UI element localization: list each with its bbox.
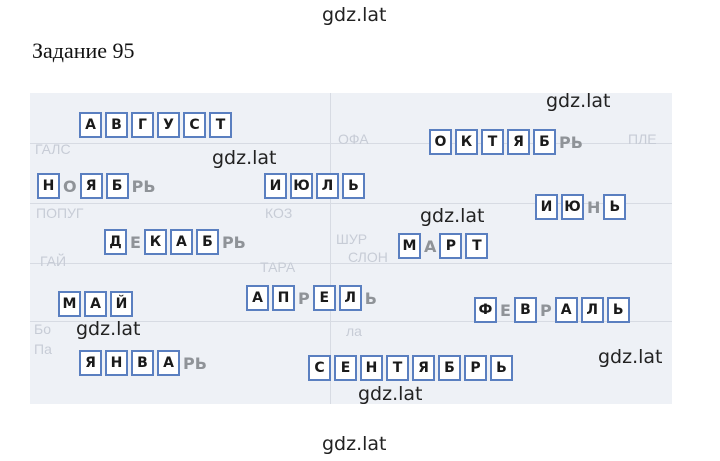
letter-box: Т <box>209 112 232 138</box>
letter-box: Ь <box>490 355 513 381</box>
watermark-top: gdz.lat <box>322 4 387 26</box>
letter-box: А <box>554 297 578 323</box>
letter-hint: А <box>424 236 437 256</box>
bg-text: ТАРА <box>260 259 296 275</box>
letter-hint: Е <box>130 232 141 252</box>
letter-box: Ь <box>603 194 627 220</box>
bg-text: ГАЙ <box>40 253 67 269</box>
letter-hint: Р <box>539 300 552 320</box>
watermark: gdz.lat <box>358 383 423 405</box>
letter-box: Т <box>465 233 489 259</box>
letter-box: М <box>398 233 421 259</box>
watermark: gdz.lat <box>546 90 611 112</box>
letter-box: Ю <box>290 173 313 199</box>
letter-hint: Е <box>500 300 511 320</box>
letter-box: Б <box>533 129 556 155</box>
letter-hint: О <box>63 176 77 196</box>
bg-text: КОЗ <box>265 205 293 221</box>
letter-box: Й <box>110 291 133 317</box>
letter-box: Н <box>105 350 128 376</box>
letter-box: М <box>58 291 81 317</box>
letter-box: Е <box>334 355 357 381</box>
letter-box: О <box>429 129 452 155</box>
letter-box: Ф <box>474 297 497 323</box>
letter-box: Ю <box>561 194 584 220</box>
letter-box: Н <box>360 355 383 381</box>
letter-box: К <box>143 229 167 255</box>
watermark: gdz.lat <box>76 318 141 340</box>
letter-box: Р <box>464 355 487 381</box>
letter-box: С <box>308 355 331 381</box>
bg-text: Бо <box>34 321 51 337</box>
letter-box: Т <box>481 129 504 155</box>
letter-box: В <box>513 297 537 323</box>
bg-text: ПОПУГ <box>36 205 84 221</box>
letter-hint: РЬ <box>221 232 246 252</box>
bg-text: ГАЛС <box>35 141 71 157</box>
letter-hint: Н <box>587 197 601 217</box>
watermark: gdz.lat <box>420 205 485 227</box>
bg-text: ШУР <box>336 231 368 247</box>
letter-box: Я <box>507 129 530 155</box>
letter-box: И <box>535 194 558 220</box>
letter-box: А <box>157 350 180 376</box>
letter-box: П <box>272 285 295 311</box>
letter-box: Н <box>37 173 60 199</box>
letter-box: У <box>157 112 180 138</box>
bg-text: ОФА <box>338 131 369 147</box>
bg-text: Па <box>34 341 52 357</box>
letter-box: В <box>105 112 128 138</box>
letter-box: Г <box>131 112 154 138</box>
letter-hint: РЬ <box>131 176 156 196</box>
letter-hint: РЬ <box>183 353 207 373</box>
letter-box: Е <box>312 285 336 311</box>
bg-text: СЛОН <box>348 249 388 265</box>
letter-box: Я <box>412 355 435 381</box>
page-title: Задание 95 <box>32 38 135 63</box>
letter-box: Л <box>316 173 339 199</box>
letter-box: В <box>131 350 154 376</box>
letter-box: Р <box>439 233 463 259</box>
letter-box: Л <box>338 285 362 311</box>
letter-box: Я <box>79 350 102 376</box>
letter-box: А <box>246 285 269 311</box>
letter-hint: Р <box>298 288 310 308</box>
watermark: gdz.lat <box>598 346 663 368</box>
letter-box: Я <box>79 173 103 199</box>
letter-box: Л <box>580 297 604 323</box>
letter-box: Б <box>438 355 461 381</box>
letter-box: К <box>455 129 478 155</box>
letter-box: А <box>79 112 102 138</box>
letter-box: Т <box>386 355 409 381</box>
letter-hint: РЬ <box>559 132 583 152</box>
bg-text: ла <box>346 323 362 339</box>
letter-box: Б <box>195 229 219 255</box>
letter-box: Б <box>105 173 129 199</box>
letter-box: А <box>169 229 193 255</box>
bg-text: ПЛЕ <box>628 131 657 147</box>
letter-box: Ь <box>606 297 630 323</box>
letter-box: С <box>183 112 206 138</box>
letter-box: А <box>84 291 107 317</box>
letter-box: Ь <box>342 173 365 199</box>
letter-hint: Ь <box>364 288 377 308</box>
letter-box: И <box>264 173 287 199</box>
watermark: gdz.lat <box>212 147 277 169</box>
watermark-bottom: gdz.lat <box>322 433 387 455</box>
letter-box: Д <box>104 229 127 255</box>
